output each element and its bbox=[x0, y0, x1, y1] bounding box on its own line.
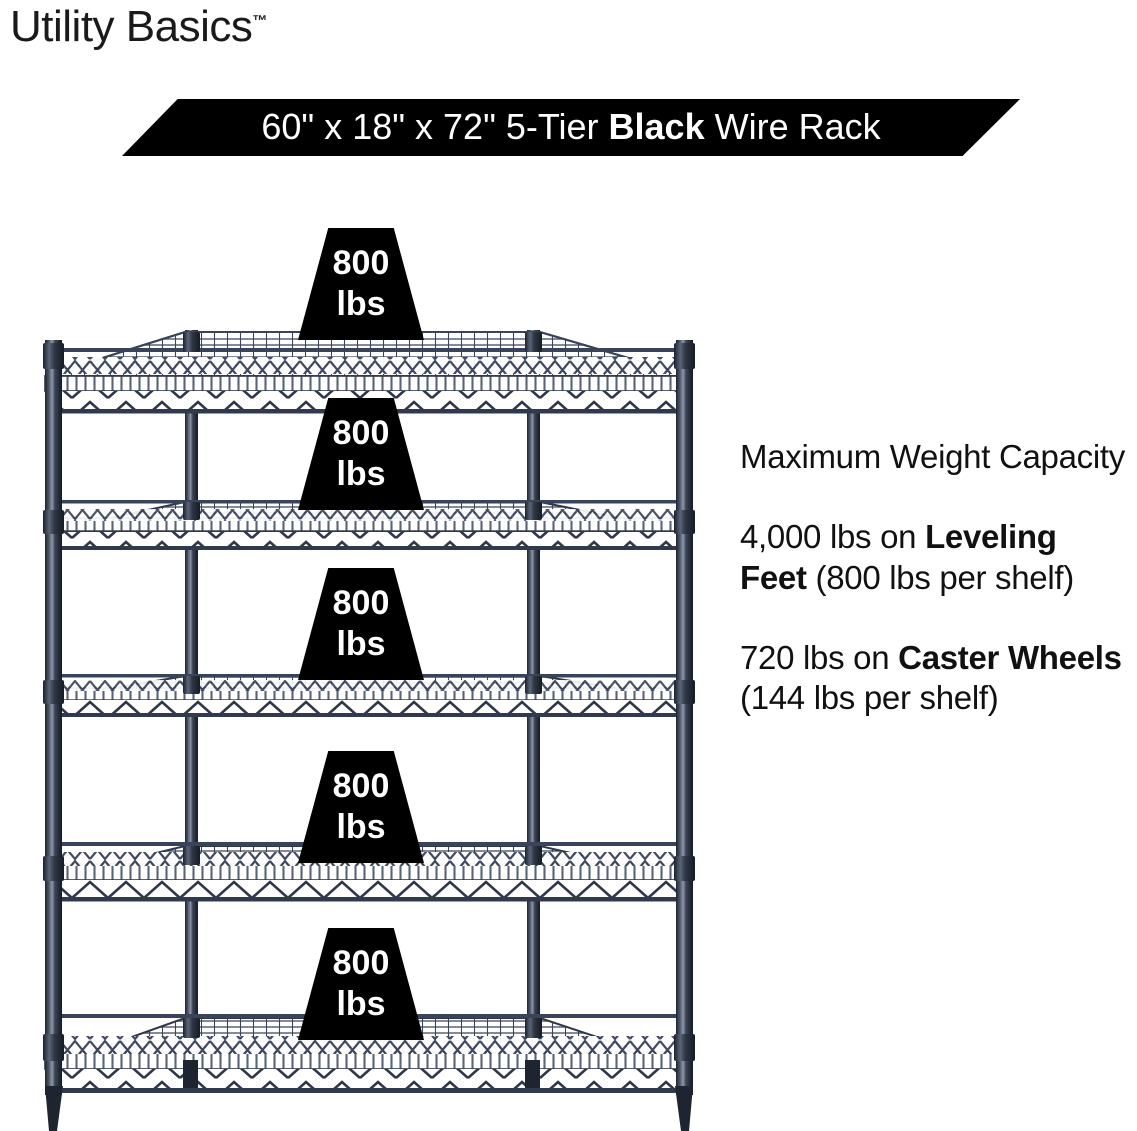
leveling-feet bbox=[45, 1060, 693, 1131]
weight-amount: 800 bbox=[332, 414, 390, 453]
weight-unit: lbs bbox=[336, 455, 386, 493]
title-color-word: Black bbox=[608, 105, 705, 147]
weight-amount: 800 bbox=[332, 767, 390, 806]
leveling-prefix: 4,000 lbs on bbox=[740, 518, 926, 556]
trademark-symbol: ™ bbox=[252, 12, 268, 30]
caster-prefix: 720 lbs on bbox=[740, 638, 899, 676]
shelf-3 bbox=[44, 674, 691, 717]
title-suffix: Wire Rack bbox=[704, 105, 881, 147]
weight-unit: lbs bbox=[336, 285, 386, 323]
brand-logo: Utility Basics™ bbox=[10, 2, 267, 52]
brand-name: Utility Basics bbox=[10, 2, 253, 51]
spec-caster-wheels: 720 lbs on Caster Wheels (144 lbs per sh… bbox=[740, 638, 1132, 719]
spec-heading: Maximum Weight Capacity bbox=[740, 438, 1125, 475]
caster-bold: Caster Wheels bbox=[898, 638, 1122, 676]
post-collars bbox=[43, 332, 695, 1061]
weight-unit: lbs bbox=[336, 625, 386, 663]
leveling-bold: Leveling Feet bbox=[740, 518, 1057, 596]
weight-amount: 800 bbox=[332, 244, 390, 283]
weight-unit: lbs bbox=[336, 985, 386, 1023]
spec-copy-block: Maximum Weight Capacity 4,000 lbs on Lev… bbox=[740, 437, 1132, 718]
weight-unit: lbs bbox=[336, 808, 386, 846]
product-title-text: 60" x 18" x 72" 5-Tier Black Wire Rack bbox=[261, 105, 881, 147]
leveling-suffix: (800 lbs per shelf) bbox=[806, 558, 1075, 596]
weight-amount: 800 bbox=[332, 944, 390, 983]
caster-suffix: (144 lbs per shelf) bbox=[740, 679, 999, 716]
title-prefix: 60" x 18" x 72" 5-Tier bbox=[261, 105, 609, 147]
weight-amount: 800 bbox=[332, 584, 390, 623]
spec-leveling-feet: 4,000 lbs on Leveling Feet (800 lbs per … bbox=[740, 517, 1132, 598]
product-title-banner: 60" x 18" x 72" 5-Tier Black Wire Rack bbox=[122, 99, 1020, 156]
